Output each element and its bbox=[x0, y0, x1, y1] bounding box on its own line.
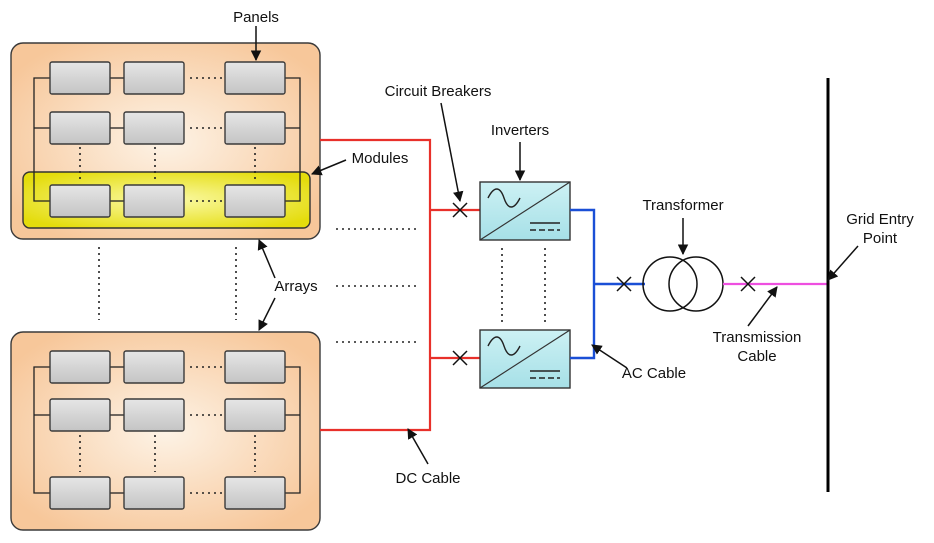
arrays-label: Arrays bbox=[274, 278, 317, 295]
inverter-bottom bbox=[479, 329, 571, 389]
transmission-label-1: Transmission bbox=[713, 329, 802, 346]
arrays-arrow bbox=[257, 239, 276, 279]
array-bottom bbox=[10, 331, 321, 531]
solar-panel bbox=[49, 184, 111, 218]
inverter-top bbox=[479, 181, 571, 241]
dc-cable bbox=[320, 138, 480, 432]
array-top-right-bus bbox=[285, 77, 301, 202]
x-cross-icon bbox=[452, 202, 468, 218]
modules-arrow bbox=[311, 159, 347, 176]
solar-panel bbox=[123, 350, 185, 384]
panels-label: Panels bbox=[233, 9, 279, 26]
solar-panel bbox=[49, 111, 111, 145]
solar-panel bbox=[224, 61, 286, 95]
solar-panel bbox=[49, 350, 111, 384]
transformer-label: Transformer bbox=[642, 197, 723, 214]
solar-panel bbox=[224, 476, 286, 510]
sine-to-dc-icon bbox=[487, 188, 521, 208]
modules-label: Modules bbox=[352, 150, 409, 167]
arrays-arrow bbox=[258, 297, 276, 331]
x-cross-icon bbox=[452, 350, 468, 366]
solar-panel bbox=[224, 111, 286, 145]
solar-panel bbox=[49, 476, 111, 510]
ac-cable-label: AC Cable bbox=[622, 365, 686, 382]
circuit-breakers-label: Circuit Breakers bbox=[385, 83, 492, 100]
solar-panel bbox=[123, 61, 185, 95]
x-cross-icon bbox=[616, 276, 632, 292]
solar-panel bbox=[123, 398, 185, 432]
ac-cable bbox=[570, 208, 645, 360]
ac-cable-arrow bbox=[591, 344, 628, 369]
array-bottom-right-bus bbox=[285, 366, 301, 494]
inverters-label: Inverters bbox=[491, 122, 549, 139]
solar-panel bbox=[123, 476, 185, 510]
solar-panel bbox=[224, 184, 286, 218]
array-top bbox=[10, 42, 321, 240]
transmission-arrow bbox=[747, 286, 778, 327]
array-top-left-bus bbox=[33, 77, 50, 202]
solar-panel bbox=[224, 350, 286, 384]
solar-panel bbox=[49, 61, 111, 95]
grid-entry-arrow bbox=[827, 245, 859, 281]
transmission-label-2: Cable bbox=[737, 348, 776, 365]
array-bottom-left-bus bbox=[33, 366, 50, 494]
solar-panel bbox=[49, 398, 111, 432]
solar-panel bbox=[123, 111, 185, 145]
circuit-breakers-arrow bbox=[440, 102, 464, 203]
two-circle-transformer-icon bbox=[642, 256, 724, 312]
solar-panel bbox=[123, 184, 185, 218]
grid-entry-label-1: Grid Entry bbox=[846, 211, 914, 228]
grid-entry-label-2: Point bbox=[863, 230, 898, 247]
dc-cable-arrow bbox=[407, 428, 429, 465]
solar-panel bbox=[224, 398, 286, 432]
x-cross-icon bbox=[740, 276, 756, 292]
dc-cable-label: DC Cable bbox=[395, 470, 460, 487]
sine-to-dc-icon bbox=[487, 336, 521, 356]
